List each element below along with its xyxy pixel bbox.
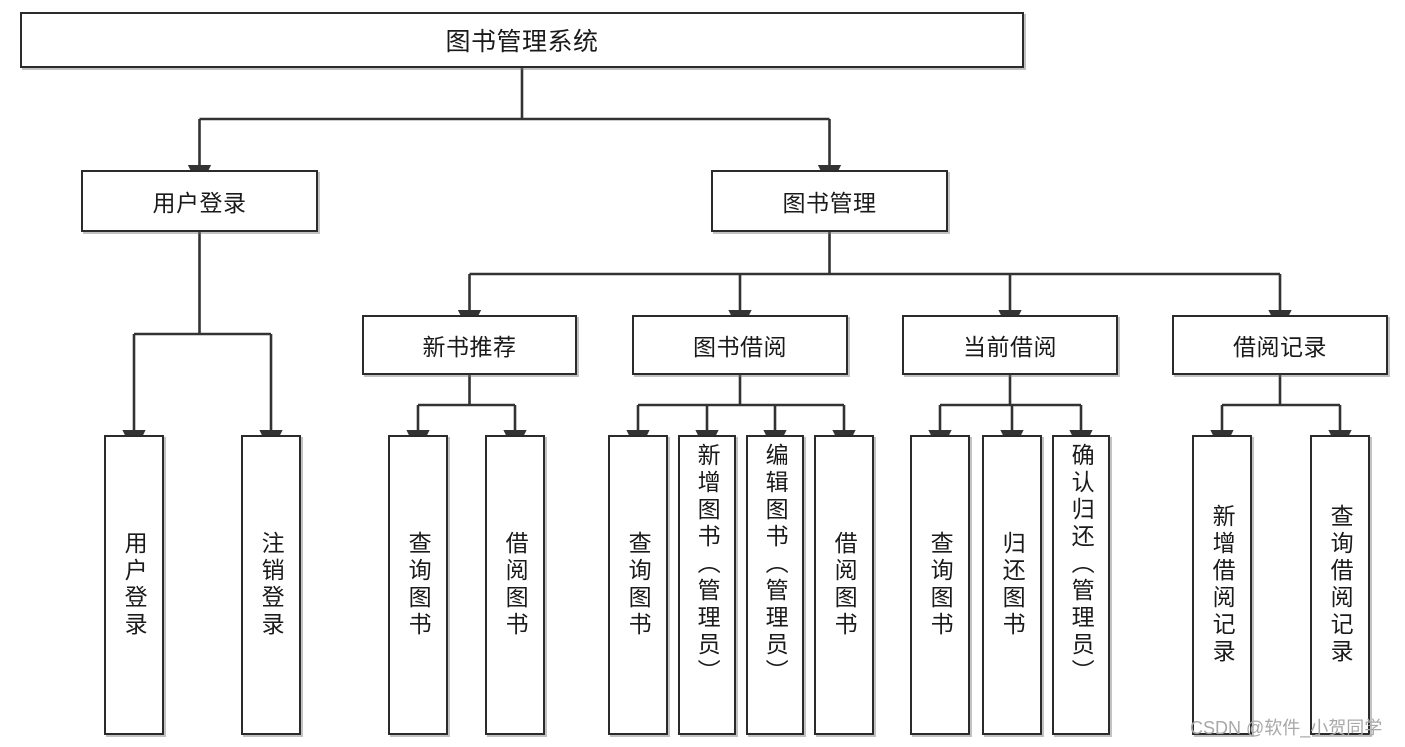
node-leaf-user-login[interactable]: 用户登录 <box>104 435 164 735</box>
node-label: 编辑图书（管理员） <box>762 443 789 686</box>
node-leaf-add-book[interactable]: 新增图书（管理员） <box>678 435 736 735</box>
node-label: 借阅图书 <box>831 531 858 639</box>
node-label: 新增借阅记录 <box>1209 504 1236 666</box>
node-root[interactable]: 图书管理系统 <box>20 12 1024 68</box>
node-leaf-query-record[interactable]: 查询借阅记录 <box>1310 435 1370 735</box>
node-label: 用户登录 <box>121 531 148 639</box>
node-borrow-record[interactable]: 借阅记录 <box>1172 315 1388 375</box>
node-leaf-edit-book[interactable]: 编辑图书（管理员） <box>746 435 804 735</box>
node-leaf-logout[interactable]: 注销登录 <box>241 435 301 735</box>
node-book-borrow[interactable]: 图书借阅 <box>632 315 848 375</box>
node-user-login[interactable]: 用户登录 <box>81 170 318 232</box>
node-leaf-borrow-book-2[interactable]: 借阅图书 <box>814 435 874 735</box>
node-label: 当前借阅 <box>963 334 1057 360</box>
node-label: 用户登录 <box>152 190 247 216</box>
node-leaf-return-book[interactable]: 归还图书 <box>982 435 1042 735</box>
node-label: 新书推荐 <box>422 334 517 360</box>
node-book-manage[interactable]: 图书管理 <box>711 170 948 232</box>
node-label: 图书管理 <box>782 190 877 216</box>
node-label: 查询图书 <box>405 531 432 639</box>
node-label: 借阅记录 <box>1233 334 1327 360</box>
node-label: 查询借阅记录 <box>1327 504 1354 666</box>
connector-group <box>122 68 1352 454</box>
node-leaf-add-record[interactable]: 新增借阅记录 <box>1192 435 1252 735</box>
node-label: 归还图书 <box>999 531 1026 639</box>
node-leaf-confirm-return[interactable]: 确认归还（管理员） <box>1052 435 1110 735</box>
node-leaf-query-book-2[interactable]: 查询图书 <box>608 435 668 735</box>
node-label: 图书管理系统 <box>445 28 599 56</box>
node-label: 注销登录 <box>258 531 285 639</box>
node-leaf-borrow-book-1[interactable]: 借阅图书 <box>485 435 545 735</box>
node-current-borrow[interactable]: 当前借阅 <box>902 315 1118 375</box>
node-label: 查询图书 <box>625 531 652 639</box>
node-label: 查询图书 <box>927 531 954 639</box>
node-leaf-query-book-3[interactable]: 查询图书 <box>910 435 970 735</box>
node-label: 确认归还（管理员） <box>1068 443 1095 686</box>
node-leaf-query-book-1[interactable]: 查询图书 <box>388 435 448 735</box>
node-new-book-recommend[interactable]: 新书推荐 <box>362 315 577 375</box>
node-label: 新增图书（管理员） <box>694 443 721 686</box>
node-label: 图书借阅 <box>693 334 787 360</box>
node-label: 借阅图书 <box>502 531 529 639</box>
